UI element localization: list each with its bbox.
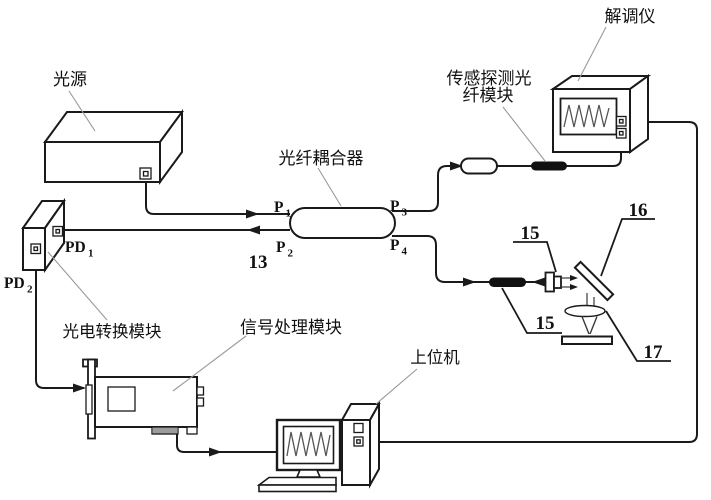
demodulator-waveform xyxy=(563,104,610,128)
pointer-demodulator xyxy=(577,26,607,82)
label-light-source: 光源 xyxy=(53,70,87,89)
callout-13: 13 xyxy=(249,252,268,273)
collimator-ferrule xyxy=(544,271,555,293)
port-label-p3-sub: 3 xyxy=(402,207,408,219)
pointer-light-source xyxy=(68,90,96,132)
card-bracket-slot xyxy=(85,384,93,415)
beam-arrow xyxy=(570,284,578,290)
pd1-connector-pin xyxy=(55,228,61,234)
label-demodulator: 解调仪 xyxy=(605,7,656,26)
pd2-connector-pin xyxy=(33,246,39,252)
fiber-p4-to-sensor-head xyxy=(392,235,546,283)
flow-arrow-right xyxy=(463,277,476,287)
label-host-computer: 上位机 xyxy=(410,348,460,367)
port-label-p2-sub: 2 xyxy=(288,248,294,260)
demodulator-screen xyxy=(559,97,618,136)
label-signal-module: 信号处理模块 xyxy=(240,318,342,337)
label-sensing-module-line2: 纤模块 xyxy=(463,86,514,105)
card-right-tab-lower xyxy=(196,397,205,407)
cable-demodulator-to-host xyxy=(363,121,698,443)
label-pd1-sub: 1 xyxy=(88,248,94,260)
demodulator-right-face xyxy=(629,74,649,154)
focus-cone-left xyxy=(581,316,590,335)
light-source-box xyxy=(43,108,184,186)
pointer-sensing-module xyxy=(502,106,546,162)
card-edge-connector-pins xyxy=(153,427,177,434)
port-label-p1: P xyxy=(274,199,284,216)
tower-right-face xyxy=(369,400,380,489)
callout-leaders xyxy=(501,218,671,362)
label-pd2-sub: 2 xyxy=(27,284,33,296)
focus-lens xyxy=(564,304,606,318)
label-fiber-coupler: 光纤耦合器 xyxy=(279,149,364,168)
keyboard-front xyxy=(258,484,337,493)
callout-16: 16 xyxy=(629,200,648,221)
fiber-p3-to-demodulator xyxy=(392,165,613,212)
sensing-fiber-segment-upper xyxy=(531,161,567,171)
tower-port-lower-pin xyxy=(356,439,361,444)
flow-arrow-left xyxy=(247,225,260,235)
flow-arrow-right xyxy=(209,447,222,457)
label-pd2: PD xyxy=(4,275,25,292)
flow-arrow-right xyxy=(246,209,259,219)
fiber-coupler-body xyxy=(289,207,396,239)
mirror-plate xyxy=(573,260,615,302)
cable-pd2-to-card xyxy=(35,253,84,389)
port-label-p4: P xyxy=(390,237,400,254)
demodulator-device xyxy=(549,74,652,154)
fiber-demodulator-drop xyxy=(612,138,622,167)
light-source-top-face xyxy=(43,111,184,143)
light-source-connector-pin xyxy=(142,170,149,177)
port-label-p1-sub: 1 xyxy=(286,208,292,220)
sensing-fiber-segment-lower xyxy=(489,277,526,287)
leader-17 xyxy=(605,310,671,362)
label-pd1: PD xyxy=(65,239,86,256)
collimator-tip xyxy=(553,275,562,289)
label-sensing-module-line1: 传感探测光 xyxy=(447,69,532,88)
leader-15-lower xyxy=(501,287,562,334)
flow-arrow-left xyxy=(532,277,545,287)
port-label-p2: P xyxy=(276,239,286,256)
pointer-fiber-coupler xyxy=(317,167,342,207)
callout-17: 17 xyxy=(644,342,664,363)
cable-card-to-monitor xyxy=(176,433,277,453)
beam-arrow xyxy=(570,275,578,281)
pointer-photoelectric-module xyxy=(47,251,108,321)
demodulator-port-lower-pin xyxy=(618,130,624,136)
target-plate xyxy=(561,335,613,345)
host-computer xyxy=(256,400,381,493)
fiber-isolator-pill xyxy=(460,157,498,175)
leader-16 xyxy=(600,218,655,277)
signal-processing-card xyxy=(82,358,205,440)
leader-15-upper xyxy=(513,241,557,273)
flow-arrows xyxy=(73,161,545,457)
monitor-waveform xyxy=(286,431,331,457)
pointer-signal-module xyxy=(172,335,247,392)
focus-cone-right xyxy=(589,316,598,335)
port-label-p3: P xyxy=(390,198,400,215)
card-right-tab-upper xyxy=(196,386,205,396)
photodetector-box xyxy=(21,197,66,274)
monitor-stand xyxy=(295,469,322,478)
demodulator-port-upper-pin xyxy=(618,118,624,124)
fiber-source-to-p1 xyxy=(145,178,290,215)
card-chip xyxy=(107,386,136,412)
pointer-host-computer xyxy=(375,368,418,405)
tower-port-upper xyxy=(353,422,364,434)
flow-arrow-right xyxy=(450,161,463,171)
label-pointer-lines xyxy=(47,26,607,405)
card-edge-tab xyxy=(186,426,198,435)
sensor-head xyxy=(489,260,615,345)
port-label-p4-sub: 4 xyxy=(402,246,408,258)
label-photoelectric-module: 光电转换模块 xyxy=(63,322,162,341)
text-labels: 光源 光纤耦合器 解调仪 传感探测光 纤模块 光电转换模块 信号处理模块 上位机… xyxy=(4,7,663,367)
keyboard-top xyxy=(256,476,337,486)
callout-15-lower: 15 xyxy=(536,313,555,334)
flow-arrow-right xyxy=(73,383,86,393)
callout-15-upper: 15 xyxy=(521,223,540,244)
card-edge-connector xyxy=(151,426,179,435)
